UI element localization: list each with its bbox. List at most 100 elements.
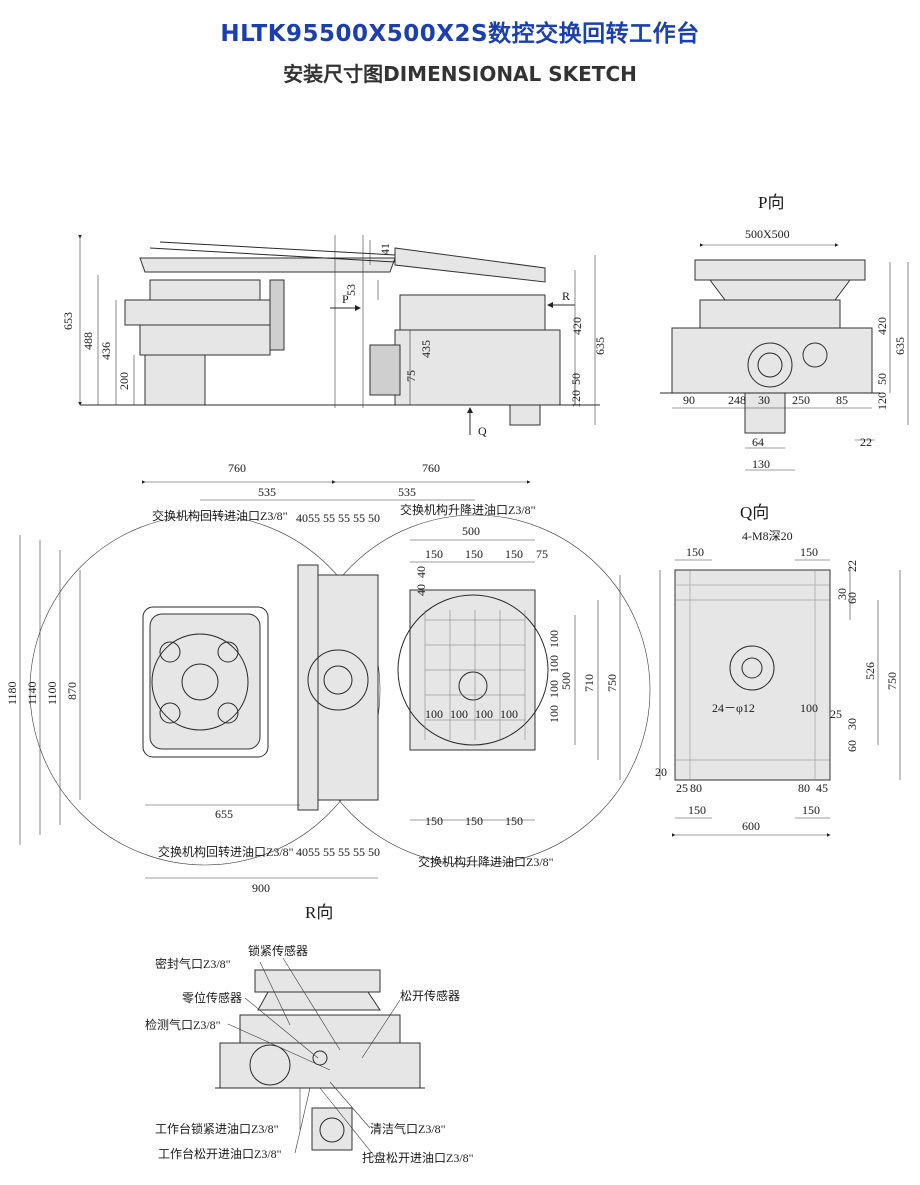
plan-vdim-100-2: 100 — [547, 655, 561, 673]
q-dim-25a: 25 — [830, 707, 842, 721]
r-motor-flange — [249, 1044, 291, 1086]
plan-bdim-150c: 150 — [505, 814, 523, 828]
arrow-q-label: Q — [478, 424, 487, 438]
plan-dim-150b: 150 — [465, 547, 483, 561]
plan-dim-500v: 500 — [559, 672, 573, 690]
plan-dim-1100: 1100 — [45, 681, 59, 705]
p-dim-22: 22 — [860, 435, 872, 449]
q-dim-60a: 60 — [845, 592, 859, 604]
dim-435: 435 — [419, 340, 433, 358]
plan-dim-1140: 1140 — [25, 681, 39, 705]
label-lift-in-top: 交换机构升降进油口Z3/8" — [400, 502, 536, 517]
q-dim-20: 20 — [655, 765, 667, 779]
plan-dim-655: 655 — [215, 807, 233, 821]
q-dim-526: 526 — [863, 662, 877, 680]
q-dim-22: 22 — [845, 560, 859, 572]
r-label-lock-sensor: 锁紧传感器 — [248, 943, 308, 958]
p-dim-120: 120 — [875, 392, 889, 410]
pallet-top — [394, 247, 546, 283]
r-housing-top — [239, 1014, 401, 1044]
q-center-bore — [729, 645, 775, 691]
exchange-arm-left — [297, 564, 319, 811]
p-dim-85: 85 — [836, 393, 848, 407]
plan-dim-760a: 760 — [228, 461, 246, 475]
q-dim-45: 45 — [816, 781, 828, 795]
plan-dim-710: 710 — [582, 674, 596, 692]
p-dim-64: 64 — [752, 435, 764, 449]
p-direction-view: P向 500X500 420 635 120 50 90 248 30 250 … — [660, 193, 909, 471]
q-dim-25b: 25 — [676, 781, 688, 795]
p-motor-flange — [747, 342, 793, 388]
q-dim-150a: 150 — [686, 545, 704, 559]
label-rot-in-bottom: 交换机构回转进油口Z3/8" — [158, 844, 294, 859]
plan-bottom-chain: 4055 55 55 55 50 — [296, 845, 380, 859]
plan-bdim-150b: 150 — [465, 814, 483, 828]
q-dim-150c: 150 — [688, 803, 706, 817]
r-pallet — [254, 969, 381, 993]
q-dim-30: 30 — [835, 588, 849, 600]
q-dim-80a: 80 — [690, 781, 702, 795]
q-dim-750: 750 — [885, 672, 899, 690]
plan-dim-150c: 150 — [505, 547, 523, 561]
plan-dim-100-3: 100 — [475, 707, 493, 721]
q-dim-600: 600 — [742, 819, 760, 833]
dim-75: 75 — [404, 370, 418, 382]
left-swing-circle — [29, 514, 381, 866]
r-label-table-unlock-oil: 工作台松开进油口Z3/8" — [158, 1146, 282, 1161]
dim-488: 488 — [81, 332, 95, 350]
plan-dim-500: 500 — [462, 524, 480, 538]
r-direction-view: R向 锁紧传感器 密封气口Z3/8" 零位传感器 松开传感器 检测气口Z3/8"… — [145, 903, 474, 1165]
dim-653: 653 — [61, 312, 75, 330]
plan-bdim-150a: 150 — [425, 814, 443, 828]
q-dim-150b: 150 — [800, 545, 818, 559]
right-housing-top — [399, 294, 546, 331]
plan-dim-900: 900 — [252, 881, 270, 895]
q-dim-150d: 150 — [802, 803, 820, 817]
dim-53: 53 — [344, 284, 358, 296]
plan-dim-535b: 535 — [398, 485, 416, 499]
side-cylinder — [269, 279, 285, 351]
plan-vdim-100-4: 100 — [547, 705, 561, 723]
p-housing-top — [699, 299, 841, 329]
plan-dim-40b: 40 — [414, 584, 428, 596]
q-dim-30b: 30 — [845, 718, 859, 730]
plan-dim-760b: 760 — [422, 461, 440, 475]
page-subtitle: 安装尺寸图DIMENSIONAL SKETCH — [283, 62, 637, 86]
dim-635: 635 — [593, 337, 607, 355]
p-dim-635: 635 — [893, 337, 907, 355]
plan-dim-870: 870 — [65, 682, 79, 700]
plan-top-chain: 4055 55 55 55 50 — [296, 511, 380, 525]
p-dim-30: 30 — [758, 393, 770, 407]
q-body — [674, 569, 831, 781]
right-housing-body — [394, 329, 561, 406]
label-rot-in-top: 交换机构回转进油口Z3/8" — [152, 508, 288, 523]
plan-vdim-100-1: 100 — [547, 630, 561, 648]
plan-view: 760 760 535 535 交换机构回转进油口Z3/8" 交换机构升降进油口… — [5, 461, 651, 895]
dim-420: 420 — [570, 317, 584, 335]
dim-436: 436 — [99, 342, 113, 360]
p-view-title: P向 — [758, 193, 784, 212]
q-dim-80b: 80 — [798, 781, 810, 795]
plan-dim-1180: 1180 — [5, 681, 19, 705]
q-view-title: Q向 — [740, 503, 769, 522]
side-elevation-view: 653 488 436 200 41 53 420 635 435 75 120… — [61, 235, 607, 438]
exchange-column — [317, 574, 379, 801]
p-dim-50: 50 — [875, 373, 889, 385]
plan-dim-750: 750 — [605, 674, 619, 692]
p-dim-130: 130 — [752, 457, 770, 471]
q-dim-100: 100 — [800, 701, 818, 715]
q-direction-view: Q向 150 150 4-M8深20 22 30 60 526 100 25 7… — [655, 503, 901, 837]
r-view-title: R向 — [305, 903, 333, 922]
plan-dim-75: 75 — [536, 547, 548, 561]
left-pallet-outline — [142, 606, 269, 758]
p-dim-250: 250 — [792, 393, 810, 407]
left-pallet — [149, 613, 261, 750]
r-label-seal-air: 密封气口Z3/8" — [155, 956, 231, 971]
r-label-zero-sensor: 零位传感器 — [182, 990, 242, 1005]
r-label-pallet-unlock-oil: 托盘松开进油口Z3/8" — [362, 1150, 474, 1165]
label-lift-in-bottom: 交换机构升降进油口Z3/8" — [418, 854, 554, 869]
p-dim-420: 420 — [875, 317, 889, 335]
p-dim-90: 90 — [683, 393, 695, 407]
r-label-table-lock-oil: 工作台锁紧进油口Z3/8" — [155, 1121, 279, 1136]
